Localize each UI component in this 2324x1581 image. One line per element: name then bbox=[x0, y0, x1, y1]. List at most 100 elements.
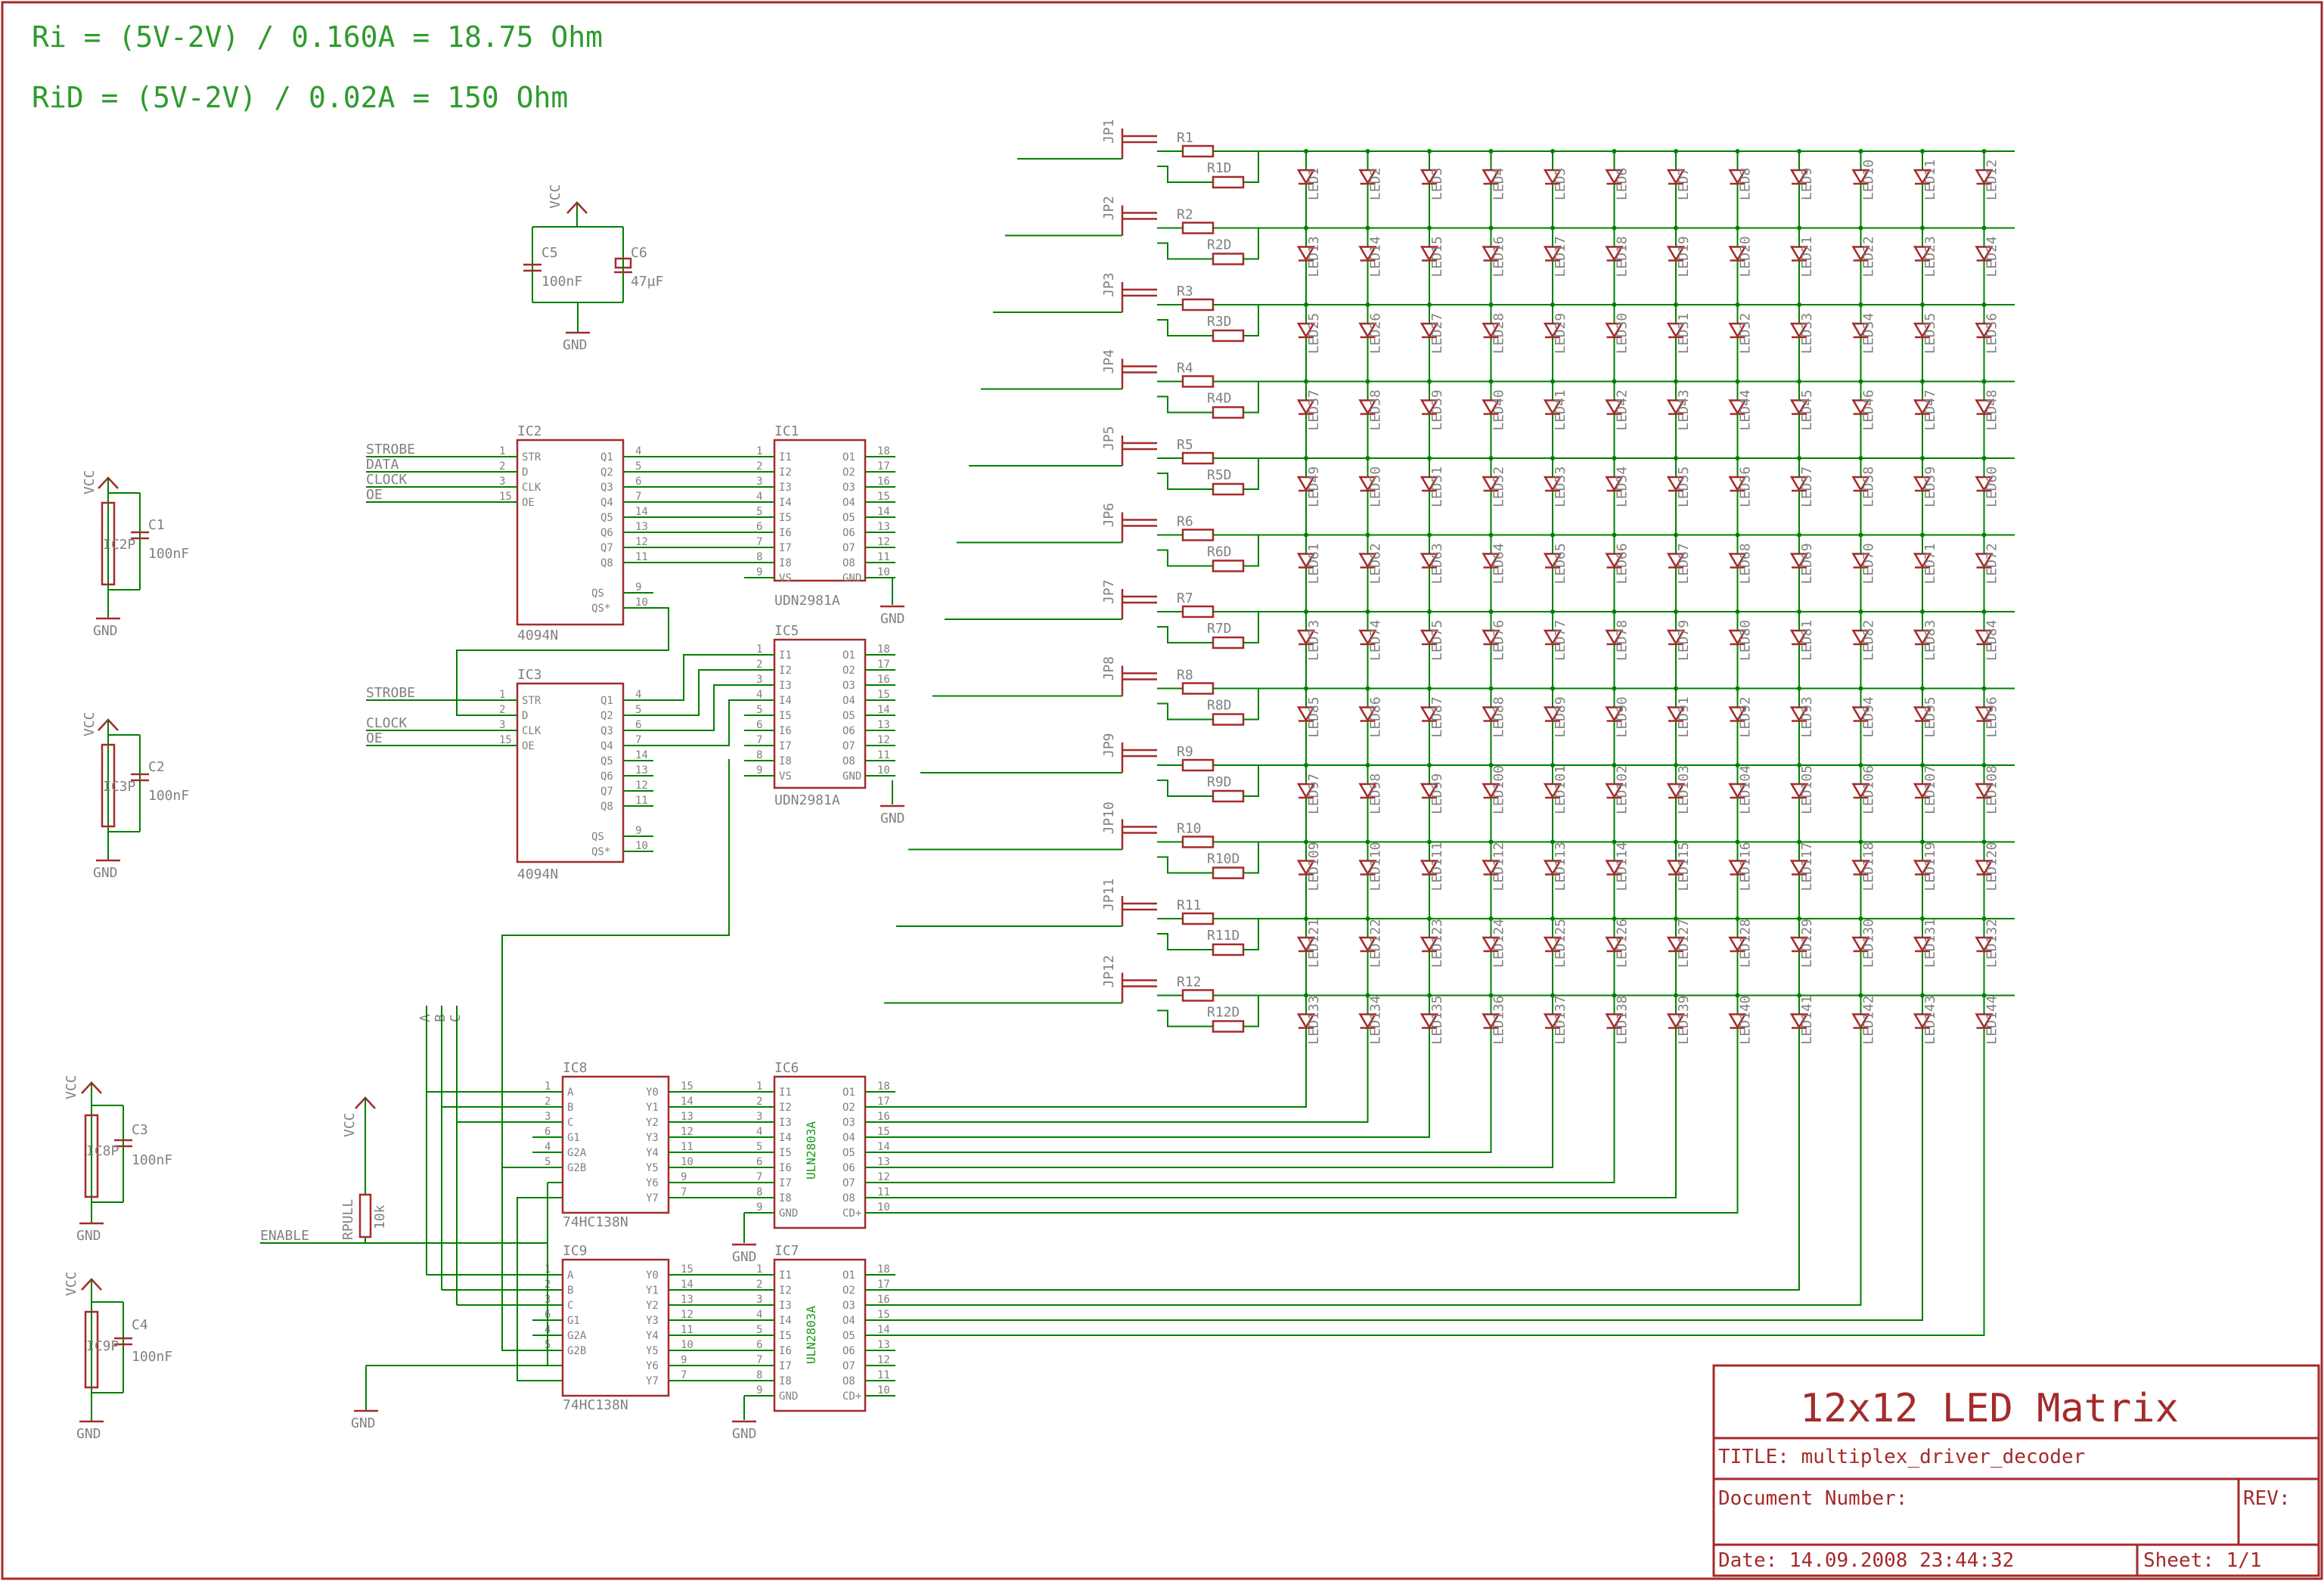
led-label: LED143 bbox=[1922, 995, 1938, 1044]
pin-number: 12 bbox=[681, 1309, 693, 1321]
led-symbol bbox=[1975, 936, 1994, 953]
led-label: LED80 bbox=[1738, 620, 1754, 661]
pin-number: 7 bbox=[681, 1369, 687, 1381]
decoupling-ic8: VCC C3 100nF IC8P GND bbox=[64, 1074, 172, 1244]
junction-dot bbox=[1365, 916, 1370, 921]
pin-number: 15 bbox=[681, 1080, 693, 1093]
pin-number: 4 bbox=[545, 1141, 551, 1153]
led-label: LED23 bbox=[1922, 236, 1938, 277]
pin-number: 13 bbox=[877, 1339, 890, 1351]
led-symbol bbox=[1666, 476, 1686, 492]
led-symbol bbox=[1605, 629, 1624, 646]
junction-dot bbox=[1304, 839, 1308, 845]
pin-name: O2 bbox=[842, 1102, 855, 1114]
pin-name: Q5 bbox=[600, 512, 613, 524]
led-symbol bbox=[1482, 706, 1500, 722]
pin-name: O2 bbox=[842, 1285, 855, 1297]
pin-name: QS* bbox=[591, 846, 610, 858]
led-label: LED55 bbox=[1676, 467, 1692, 507]
led-symbol bbox=[1605, 246, 1624, 262]
resistor-body bbox=[1181, 682, 1215, 695]
column-bus bbox=[895, 1071, 1985, 1336]
row-wire bbox=[1243, 688, 1259, 721]
junction-dot bbox=[1488, 839, 1494, 845]
led-label: LED81 bbox=[1799, 620, 1815, 661]
ic6-ref: IC6 bbox=[774, 1060, 799, 1076]
led-label: LED117 bbox=[1799, 842, 1815, 891]
jumper-label: JP10 bbox=[1101, 801, 1117, 834]
led-label: LED107 bbox=[1922, 765, 1938, 814]
pin-name: I6 bbox=[779, 1162, 792, 1174]
pin-name: Y5 bbox=[646, 1162, 659, 1174]
led-symbol bbox=[1543, 399, 1562, 415]
led-label: LED67 bbox=[1676, 543, 1692, 584]
junction-dot bbox=[1612, 763, 1617, 767]
pin-number: 13 bbox=[681, 1111, 693, 1123]
pin-number: 13 bbox=[877, 521, 890, 533]
title-big: 12x12 LED Matrix bbox=[1800, 1386, 2179, 1431]
led-label: LED105 bbox=[1799, 765, 1815, 814]
led-symbol bbox=[1666, 399, 1686, 415]
led-label: LED19 bbox=[1676, 236, 1692, 277]
led-symbol bbox=[1851, 553, 1870, 569]
pin-name: D bbox=[522, 467, 528, 479]
led-symbol bbox=[1605, 1013, 1624, 1029]
led-symbol bbox=[1605, 322, 1624, 339]
gnd-label: GND bbox=[76, 1228, 101, 1244]
pin-number: 16 bbox=[877, 1111, 890, 1123]
led-symbol bbox=[1789, 476, 1809, 492]
pin-number: 9 bbox=[756, 1201, 762, 1214]
led-symbol bbox=[1296, 476, 1316, 492]
led-symbol bbox=[1789, 860, 1809, 876]
led-symbol bbox=[1543, 553, 1562, 569]
pin-number: 10 bbox=[877, 1384, 890, 1397]
led-symbol bbox=[1482, 399, 1500, 415]
ic3-part: 4094N bbox=[517, 866, 558, 882]
pin-number: 17 bbox=[877, 659, 890, 671]
pin-number: 9 bbox=[681, 1354, 687, 1366]
pin-name: I7 bbox=[779, 740, 792, 752]
led-symbol bbox=[1358, 169, 1377, 185]
junction-dot bbox=[1365, 302, 1370, 307]
led-label: LED59 bbox=[1922, 467, 1938, 507]
ic7-part: ULN2803A bbox=[804, 1306, 818, 1364]
led-label: LED30 bbox=[1615, 313, 1631, 354]
pin-name: G1 bbox=[567, 1315, 580, 1327]
led-symbol bbox=[1789, 706, 1809, 722]
pin-name: I8 bbox=[779, 557, 792, 569]
pin-number: 13 bbox=[635, 521, 648, 533]
pin-name: I3 bbox=[779, 1300, 792, 1312]
led-symbol bbox=[1913, 322, 1932, 339]
led-label: LED82 bbox=[1861, 620, 1877, 661]
led-symbol bbox=[1605, 476, 1624, 492]
led-label: LED108 bbox=[1984, 765, 2000, 814]
junction-dot bbox=[1858, 993, 1863, 998]
pin-name: I5 bbox=[779, 1330, 792, 1342]
junction-dot bbox=[1427, 839, 1432, 845]
junction-dot bbox=[1981, 532, 1987, 538]
pin-name: O4 bbox=[842, 695, 855, 707]
junction-dot bbox=[1365, 225, 1370, 231]
junction-dot bbox=[1797, 149, 1801, 153]
junction-dot bbox=[1550, 609, 1555, 614]
led-label: LED61 bbox=[1306, 543, 1322, 584]
led-symbol bbox=[1728, 1013, 1747, 1029]
driver-wiring bbox=[653, 456, 744, 1381]
led-label: LED136 bbox=[1491, 995, 1507, 1044]
led-symbol bbox=[1482, 246, 1500, 262]
pin-name: O1 bbox=[842, 1269, 855, 1282]
junction-dot bbox=[1612, 993, 1617, 998]
pin-name: O1 bbox=[842, 451, 855, 463]
jumper-label: JP5 bbox=[1101, 426, 1117, 451]
junction-dot bbox=[1427, 456, 1432, 460]
pin-number: 4 bbox=[756, 491, 762, 503]
resistor-ref: R6D bbox=[1207, 544, 1232, 560]
junction-dot bbox=[1550, 686, 1555, 691]
led-label: LED121 bbox=[1306, 919, 1322, 968]
led-symbol bbox=[1789, 629, 1809, 646]
pin-number: 2 bbox=[756, 659, 762, 671]
led-label: LED46 bbox=[1861, 389, 1877, 430]
resistor-body bbox=[1212, 329, 1245, 343]
